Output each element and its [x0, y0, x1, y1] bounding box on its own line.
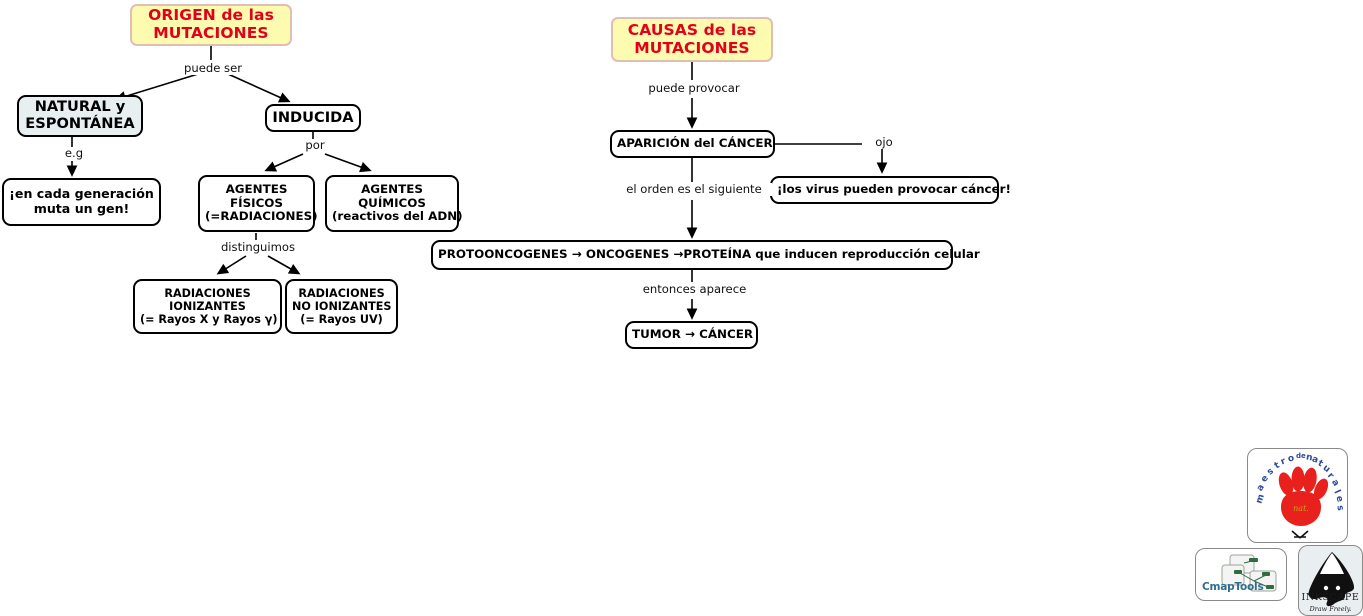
node-aparicion-del-cancer[interactable]: APARICIÓN del CÁNCER	[610, 130, 775, 158]
node-line: ESPONTÁNEA	[25, 115, 135, 132]
node-los-virus-pueden-provocar-cancer[interactable]: ¡los virus pueden provocar cáncer!	[770, 176, 1011, 204]
node-radiaciones-ionizantes[interactable]: RADIACIONES IONIZANTES (= Rayos X y Rayo…	[133, 279, 282, 334]
inkscape-tagline: Draw Freely.	[1309, 605, 1352, 613]
node-line: AGENTES	[361, 181, 423, 196]
inkscape-logo[interactable]: INKSCAPE Draw Freely.	[1298, 545, 1363, 616]
node-protooncogenes-oncogenes-proteina[interactable]: PROTOONCOGENES → ONCOGENES →PROTEÍNA que…	[431, 240, 980, 270]
node-line: APARICIÓN del CÁNCER	[617, 136, 773, 151]
node-line: (= Rayos X y Rayos γ)	[140, 312, 278, 326]
node-en-cada-generacion-muta-un-gen[interactable]: ¡en cada generación muta un gen!	[2, 178, 161, 226]
inkscape-mark-icon	[1308, 552, 1355, 607]
node-line: (=RADIACIONES)	[205, 209, 318, 224]
node-agentes-quimicos[interactable]: AGENTES QUÍMICOS (reactivos del ADN)	[325, 175, 463, 232]
node-causas-de-las-mutaciones[interactable]: CAUSAS de las MUTACIONES	[611, 17, 773, 62]
node-line: AGENTES	[225, 181, 288, 196]
node-line: FÍSICOS	[230, 195, 283, 210]
link-label-puede-provocar: puede provocar	[641, 82, 747, 95]
node-line: (= Rayos UV)	[300, 312, 383, 326]
node-line: ¡los virus pueden provocar cáncer!	[777, 182, 1011, 197]
link-label-distinguimos: distinguimos	[211, 241, 305, 254]
link-label-puede-ser: puede ser	[178, 62, 248, 75]
node-agentes-fisicos[interactable]: AGENTES FÍSICOS (=RADIACIONES)	[198, 175, 318, 232]
node-line: RADIACIONES	[298, 287, 385, 301]
link-label-el-orden-es-el-siguiente: el orden es el siguiente	[616, 183, 772, 196]
node-line: IONIZANTES	[169, 300, 246, 313]
node-line: ORIGEN de las	[148, 6, 274, 25]
node-line: INDUCIDA	[272, 108, 354, 126]
node-line: QUÍMICOS	[358, 195, 426, 210]
cmaptools-label: CmapTools	[1202, 581, 1264, 593]
paw-print-icon: nat.	[1278, 466, 1329, 539]
node-line: PROTOONCOGENES → ONCOGENES →PROTEÍNA que…	[438, 247, 980, 262]
node-line: MUTACIONES	[153, 24, 269, 42]
node-radiaciones-no-ionizantes[interactable]: RADIACIONES NO IONIZANTES (= Rayos UV)	[285, 279, 398, 334]
node-tumor-cancer[interactable]: TUMOR → CÁNCER	[625, 321, 758, 349]
cmaptools-logo[interactable]: CmapTools	[1195, 548, 1287, 601]
node-origen-de-las-mutaciones[interactable]: ORIGEN de las MUTACIONES	[130, 4, 292, 46]
inkscape-label: INKSCAPE	[1301, 592, 1360, 603]
node-line: muta un gen!	[33, 201, 130, 216]
node-line: (reactivos del ADN)	[332, 209, 463, 224]
node-natural-y-espontanea[interactable]: NATURAL y ESPONTÁNEA	[17, 95, 143, 137]
node-line: NO IONIZANTES	[292, 300, 392, 313]
node-line: MUTACIONES	[634, 38, 750, 57]
cmap-network-icon	[1221, 554, 1277, 592]
node-line: CAUSAS de las	[627, 20, 757, 39]
link-label-entonces-aparece: entonces aparece	[635, 283, 754, 296]
link-label-eg: e.g	[58, 147, 90, 160]
node-line: TUMOR → CÁNCER	[632, 327, 753, 342]
node-line: ¡en cada generación	[9, 186, 154, 202]
node-line: RADIACIONES	[164, 287, 251, 301]
svg-text:nat.: nat.	[1293, 504, 1309, 513]
link-label-por: por	[299, 139, 331, 152]
maestro-de-naturales-logo[interactable]: nat. m a e s t r o de n a t u r a l e s	[1247, 448, 1348, 543]
maestro-letter: de	[1296, 452, 1306, 460]
link-label-ojo: ojo	[866, 136, 902, 149]
node-inducida[interactable]: INDUCIDA	[265, 104, 361, 132]
node-line: NATURAL y	[34, 98, 126, 116]
